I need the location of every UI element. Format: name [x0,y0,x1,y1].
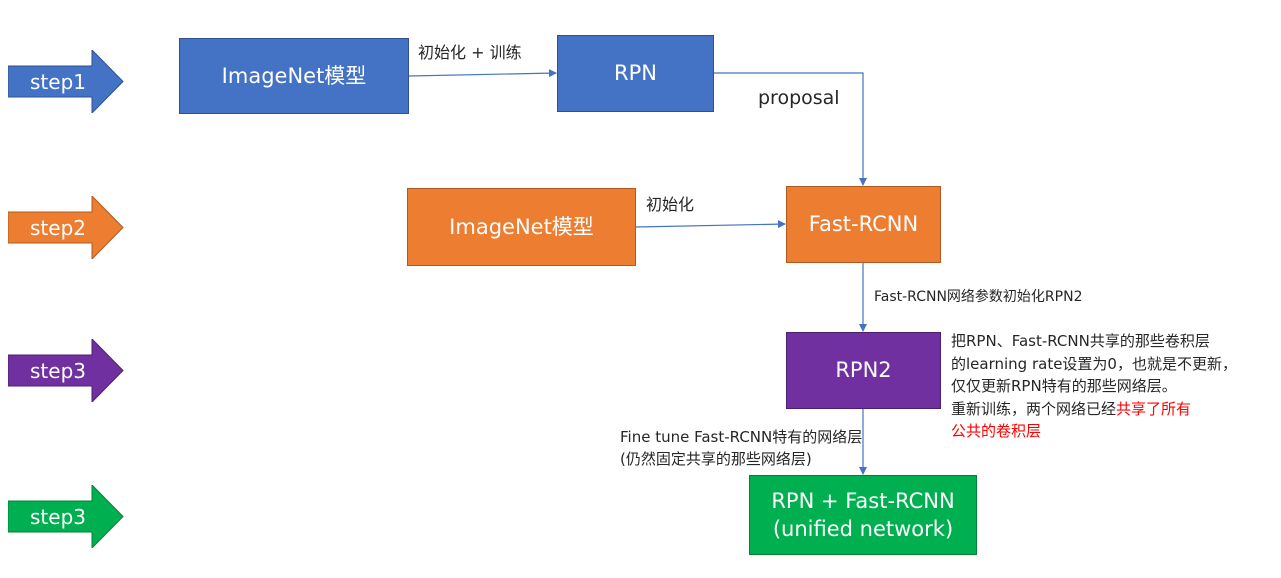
step-label: step3 [30,504,86,529]
note-line4-text: 重新训练，两个网络已经 [951,399,1117,418]
node-label: ImageNet模型 [221,63,367,88]
edge-label-init-train: 初始化 + 训练 [418,43,522,62]
step3-arrow: step3 [8,339,124,402]
edge-label-proposal: proposal [758,87,840,109]
step-label: step3 [30,358,86,383]
node-label: Fast-RCNN [808,212,919,237]
edge-imagenet1-to-rpn [408,69,557,78]
node-label: RPN2 [835,358,892,383]
note-line1: 把RPN、Fast-RCNN共享的那些卷积层 [951,332,1210,350]
step3-final-arrow: step3 [8,485,124,548]
note-line4: 重新训练，两个网络已经共享了所有 [951,398,1237,421]
rpn2-note: 把RPN、Fast-RCNN共享的那些卷积层 的learning rate设置为… [951,330,1237,443]
edge-label-fast-rcnn-to-rpn2: Fast-RCNN网络参数初始化RPN2 [874,289,1083,305]
note-line2: 的learning rate设置为0，也就是不更新， [951,354,1237,373]
imagenet-model-node-step1: ImageNet模型 [179,38,409,114]
edge-label-fine-tune: Fine tune Fast-RCNN特有的网络层 (仍然固定共享的那些网络层) [620,427,862,471]
node-label-line2: (unified network) [772,517,954,541]
node-label: ImageNet模型 [449,214,594,239]
edge-imagenet2-to-fast-rcnn [635,220,786,229]
node-label-line1: RPN + Fast-RCNN [771,488,955,513]
step2-arrow: step2 [8,196,124,259]
step-label: step1 [30,69,86,94]
fine-tune-line2: (仍然固定共享的那些网络层) [620,449,812,468]
note-line5-highlight: 公共的卷积层 [951,422,1042,440]
right-arrow-icon [8,339,124,402]
note-line3: 仅仅更新RPN特有的那些网络层。 [951,377,1177,395]
note-highlight: 共享了所有 [1116,399,1192,418]
node-label: RPN [614,61,657,86]
fine-tune-line1: Fine tune Fast-RCNN特有的网络层 [620,428,863,446]
unified-network-node: RPN + Fast-RCNN (unified network) [749,475,977,555]
imagenet-model-node-step2: ImageNet模型 [407,188,636,266]
fast-rcnn-node: Fast-RCNN [786,186,941,263]
right-arrow-icon [8,196,124,259]
rpn2-node: RPN2 [786,332,941,409]
step-label: step2 [30,215,86,240]
right-arrow-icon [8,485,124,548]
rpn-node: RPN [557,35,714,112]
right-arrow-icon [8,50,124,113]
step1-arrow: step1 [8,50,124,113]
edge-label-init: 初始化 [646,195,695,214]
edge-rpn-to-fast-rcnn [714,72,867,186]
